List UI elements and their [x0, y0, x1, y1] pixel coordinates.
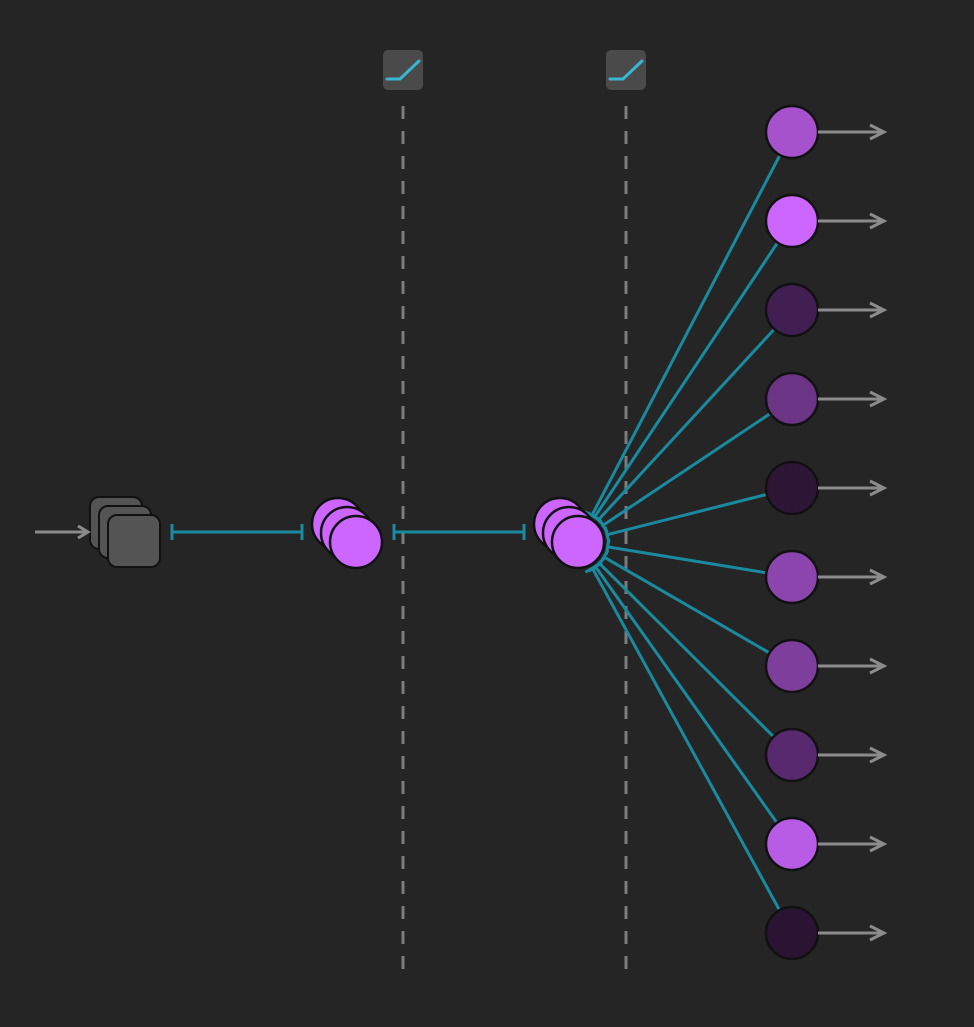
input-arrow-head — [77, 524, 91, 540]
output-arrow-head — [869, 479, 888, 497]
connection-line — [606, 492, 768, 537]
output-circle — [764, 282, 820, 338]
relu-curve — [608, 59, 644, 81]
output-circle — [764, 371, 820, 427]
activation-badge — [383, 50, 423, 90]
output-circle — [764, 104, 820, 160]
output-arrow-head — [869, 657, 888, 675]
hidden-neuron — [328, 514, 384, 570]
output-circle — [764, 727, 820, 783]
output-circle — [764, 549, 820, 605]
output-arrow-head — [869, 212, 888, 230]
output-circle — [764, 905, 820, 961]
output-node — [764, 905, 888, 961]
connection-line — [590, 154, 782, 517]
connection-line — [593, 241, 779, 518]
output-node — [764, 816, 888, 872]
hidden-layers — [310, 496, 606, 570]
relu-activation-icon — [383, 50, 423, 90]
relu-activation-icon — [606, 50, 646, 90]
activation-guide — [606, 50, 646, 978]
output-arrow-head — [869, 746, 888, 764]
relu-curve — [385, 59, 421, 81]
input-square — [107, 514, 161, 568]
output-circle — [764, 816, 820, 872]
connection-line — [597, 328, 776, 521]
connection-tick — [584, 563, 601, 574]
activation-guides — [383, 50, 646, 978]
output-arrow-head — [869, 301, 888, 319]
output-circle — [764, 193, 820, 249]
output-node — [764, 104, 888, 160]
hidden-neuron — [550, 514, 606, 570]
connections — [170, 154, 782, 911]
hidden-layer-1 — [310, 496, 384, 570]
activation-badge — [606, 50, 646, 90]
connection-line — [591, 567, 781, 911]
output-node — [764, 193, 888, 249]
output-circle — [764, 460, 820, 516]
input-stack-icon — [89, 496, 161, 568]
output-arrow-head — [869, 390, 888, 408]
output-circle — [764, 638, 820, 694]
connection-line — [594, 565, 779, 824]
output-arrow-head — [869, 123, 888, 141]
activation-guide — [383, 50, 423, 978]
connection-line — [602, 412, 772, 527]
output-node — [764, 371, 888, 427]
hidden-layer-2 — [532, 496, 606, 570]
output-node — [764, 727, 888, 783]
connection-line — [607, 545, 767, 575]
connection-line — [603, 555, 771, 655]
input-layer — [35, 496, 161, 568]
output-node — [764, 460, 888, 516]
output-arrow-head — [869, 924, 888, 942]
connection-line — [598, 562, 775, 738]
output-node — [764, 282, 888, 338]
output-node — [764, 549, 888, 605]
output-layer — [764, 104, 888, 961]
output-arrow-head — [869, 568, 888, 586]
output-arrow-head — [869, 835, 888, 853]
output-node — [764, 638, 888, 694]
